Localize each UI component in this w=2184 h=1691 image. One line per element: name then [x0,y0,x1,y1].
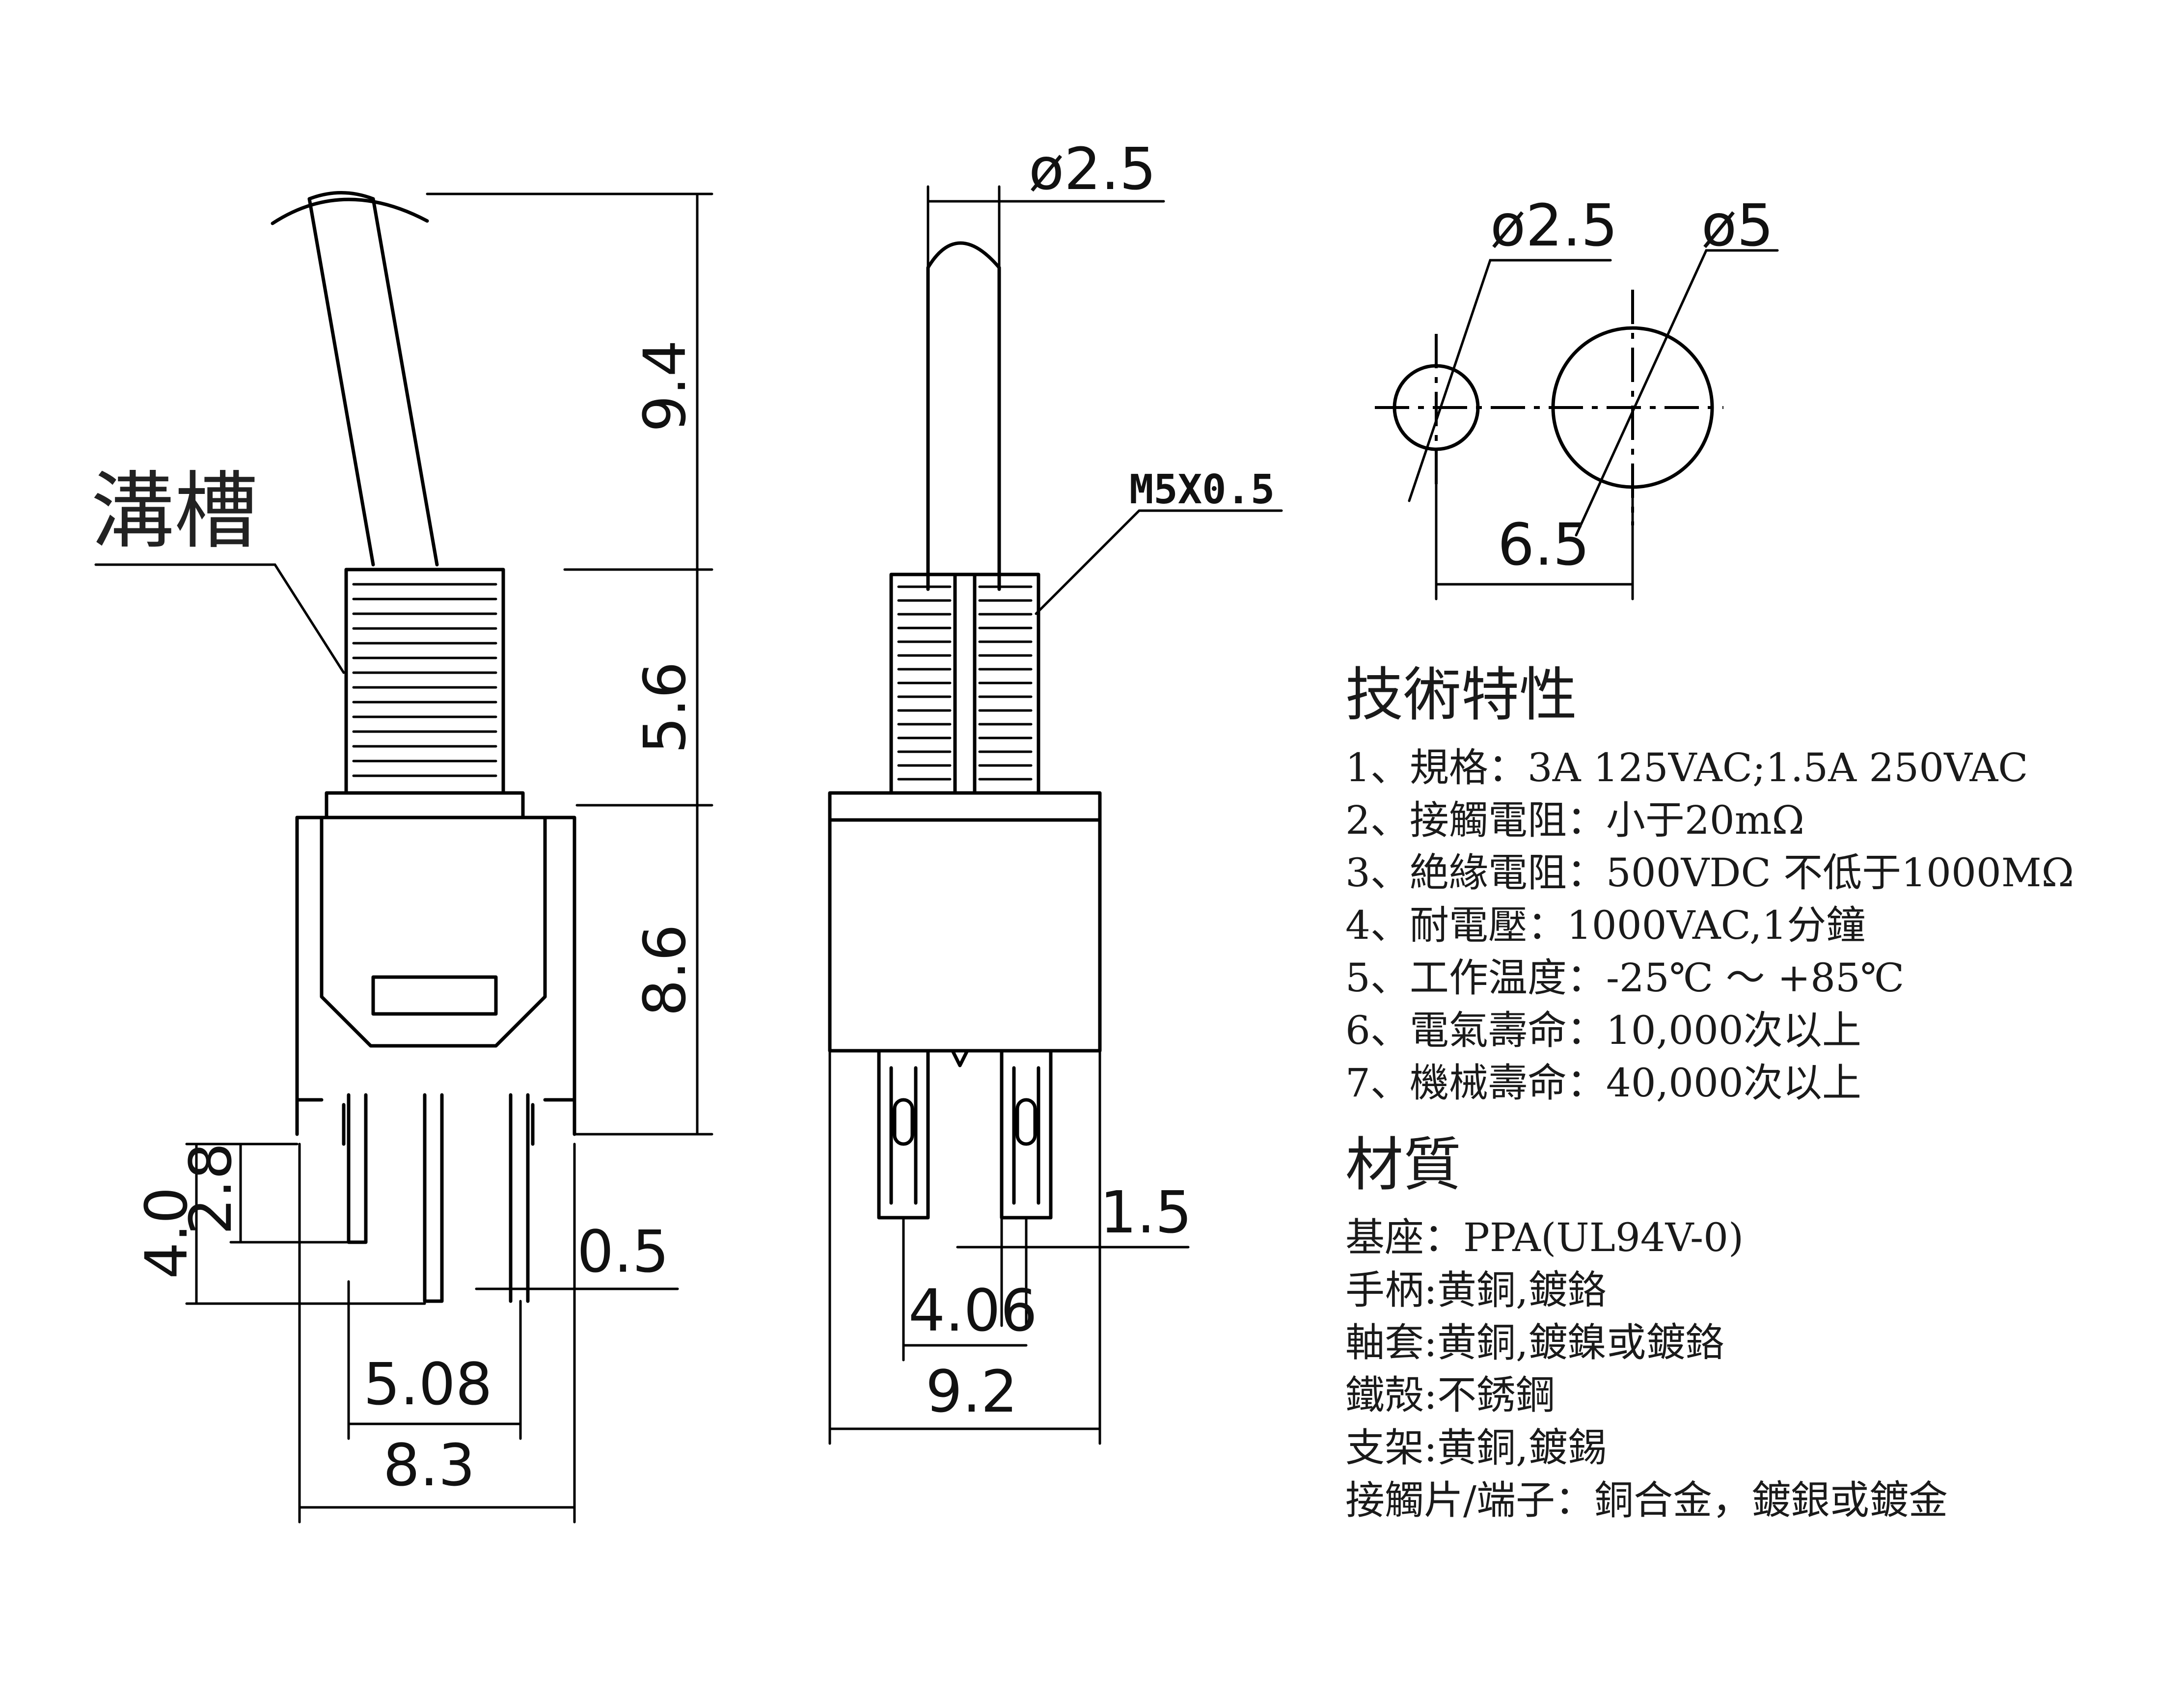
side-pins [342,1093,535,1303]
dim-front-width: 9.2 [926,1358,1018,1425]
dim-lever-height: 9.4 [631,340,699,432]
dim-body-width: 8.3 [383,1431,475,1499]
spec-item: 7、機械壽命：40,000次以上 [1345,1060,1861,1106]
dim-panel-hole-spacing: 6.5 [1498,511,1590,578]
side-dims-horizontal [298,1143,576,1524]
side-lever [271,191,439,567]
material-item: 鐵殻:不銹鋼 [1345,1372,1555,1418]
side-view: 溝槽 9.4 5.6 8.6 4.0 2.8 0.5 5.08 8.3 [91,191,713,1524]
material-item: 接觸片/端子：銅合金，鍍銀或鍍金 [1345,1477,1948,1523]
dim-pin-pitch: 5.08 [363,1350,492,1418]
front-body [828,791,1102,1067]
dim-pin-length: 2.8 [177,1143,245,1235]
dim-front-pin-pitch: 4.06 [908,1277,1037,1344]
spec-item: 2、接觸電阻：小于20mΩ [1345,797,1804,843]
front-bushing [889,573,1040,795]
materials-title: 材質 [1345,1131,1462,1199]
dim-body-height: 8.6 [631,924,699,1016]
side-bushing [344,568,505,795]
material-item: 軸套:黄銅,鍍鎳或鍍鉻 [1345,1320,1725,1365]
dim-panel-large-hole: ø5 [1701,191,1774,259]
materials-list: 基座：PPA(UL94V-0) 手柄:黄銅,鍍鉻 軸套:黄銅,鍍鎳或鍍鉻 鐵殻:… [1345,1211,2160,1527]
front-pins [877,1049,1053,1220]
spec-item: 5、工作温度：-25℃ ～ +85℃ [1345,955,1905,1001]
material-item: 手柄:黄銅,鍍鉻 [1345,1267,1607,1313]
side-dims-pins [185,1143,426,1305]
spec-item: 4、耐電壓：1000VAC,1分鐘 [1345,902,1866,948]
dim-pin-thickness: 0.5 [577,1218,669,1285]
specs-title: 技術特性 [1345,661,1578,729]
material-item: 支架:黄銅,鍍錫 [1345,1425,1607,1471]
panel-cutout: ø2.5 ø5 6.5 [1375,191,1779,600]
side-dims-vertical [426,192,713,1136]
spec-item: 1、規格：3A 125VAC;1.5A 250VAC [1345,745,2028,791]
dim-pin-total-length: 4.0 [133,1187,200,1279]
spec-item: 6、電氣壽命：10,000次以上 [1345,1008,1861,1053]
dim-bushing-height: 5.6 [631,661,699,754]
spec-item: 3、絶緣電阻：500VDC 不低于1000MΩ [1345,850,2074,896]
dim-panel-small-hole: ø2.5 [1490,191,1618,259]
dim-lever-diameter: ø2.5 [1029,135,1156,203]
side-body [295,791,576,1136]
material-item: 基座：PPA(UL94V-0) [1345,1215,1744,1260]
groove-callout: 溝槽 [91,463,258,560]
specs-panel: 技術特性 1、規格：3A 125VAC;1.5A 250VAC 2、接觸電阻：小… [1345,658,2160,1561]
front-view: M5X0.5 ø2.5 1.5 4.06 9.2 [828,135,1283,1445]
specs-list: 1、規格：3A 125VAC;1.5A 250VAC 2、接觸電阻：小于20mΩ… [1345,741,2160,1109]
thread-callout: M5X0.5 [1129,466,1275,513]
dim-pin-width: 1.5 [1100,1178,1192,1246]
front-lever [926,241,1001,591]
